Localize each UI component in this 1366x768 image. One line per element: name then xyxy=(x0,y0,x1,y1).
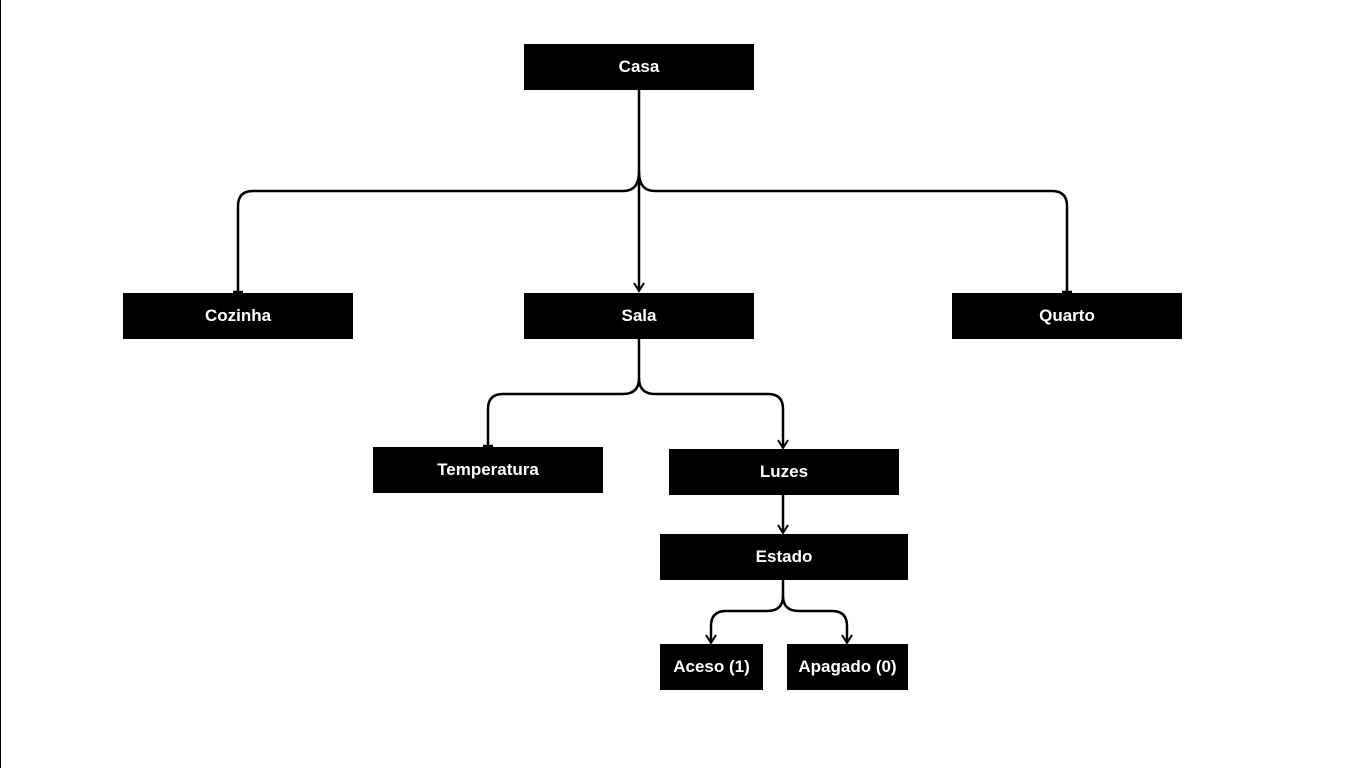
node-sala: Sala xyxy=(524,293,754,339)
node-temperatura-label: Temperatura xyxy=(437,460,539,479)
arrowhead-apagado xyxy=(841,634,853,645)
edge-casa-quarto xyxy=(637,171,1069,292)
node-aceso-label: Aceso (1) xyxy=(673,657,750,676)
node-quarto-label: Quarto xyxy=(1039,306,1095,325)
node-apagado-label: Apagado (0) xyxy=(798,657,897,676)
node-apagado: Apagado (0) xyxy=(787,644,908,690)
node-luzes: Luzes xyxy=(669,449,899,495)
edge-casa-cozinha xyxy=(236,171,641,292)
node-estado-label: Estado xyxy=(755,547,813,566)
node-sala-label: Sala xyxy=(621,306,657,325)
edge-sala-luzes xyxy=(637,377,785,447)
node-casa: Casa xyxy=(524,44,754,90)
edge-estado-apagado xyxy=(781,595,849,642)
arrowhead-aceso xyxy=(705,634,717,645)
arrowhead-estado xyxy=(777,524,789,535)
node-cozinha-label: Cozinha xyxy=(204,306,272,325)
node-cozinha: Cozinha xyxy=(123,293,353,339)
arrowhead-sala xyxy=(633,282,645,293)
node-temperatura: Temperatura xyxy=(373,447,603,493)
arrowhead-luzes xyxy=(777,439,789,450)
node-quarto: Quarto xyxy=(952,293,1182,339)
edge-estado-aceso xyxy=(709,580,785,642)
node-casa-label: Casa xyxy=(618,57,660,76)
node-luzes-label: Luzes xyxy=(759,462,809,481)
edge-sala-temperatura xyxy=(486,339,641,446)
node-estado: Estado xyxy=(660,534,908,580)
node-aceso: Aceso (1) xyxy=(660,644,763,690)
